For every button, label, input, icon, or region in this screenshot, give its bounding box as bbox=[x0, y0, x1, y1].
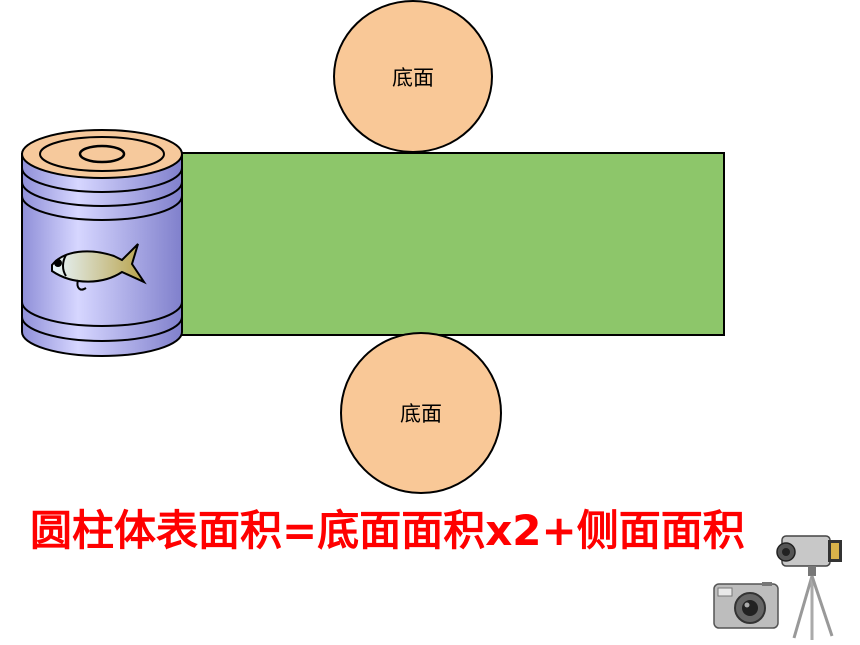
surface-area-formula: 圆柱体表面积=底面面积x2+侧面面积 bbox=[30, 506, 745, 555]
bottom-base-label: 底面 bbox=[400, 402, 442, 426]
top-base-label: 底面 bbox=[392, 65, 434, 90]
fish-can-icon bbox=[21, 129, 183, 357]
top-base-circle: 底面 bbox=[333, 0, 493, 153]
camera-icon bbox=[713, 535, 842, 640]
bottom-base-circle: 底面 bbox=[340, 332, 502, 494]
fish-icon bbox=[51, 243, 147, 291]
lateral-surface-rectangle bbox=[180, 152, 725, 336]
camcorder-tripod-icon bbox=[776, 535, 842, 640]
